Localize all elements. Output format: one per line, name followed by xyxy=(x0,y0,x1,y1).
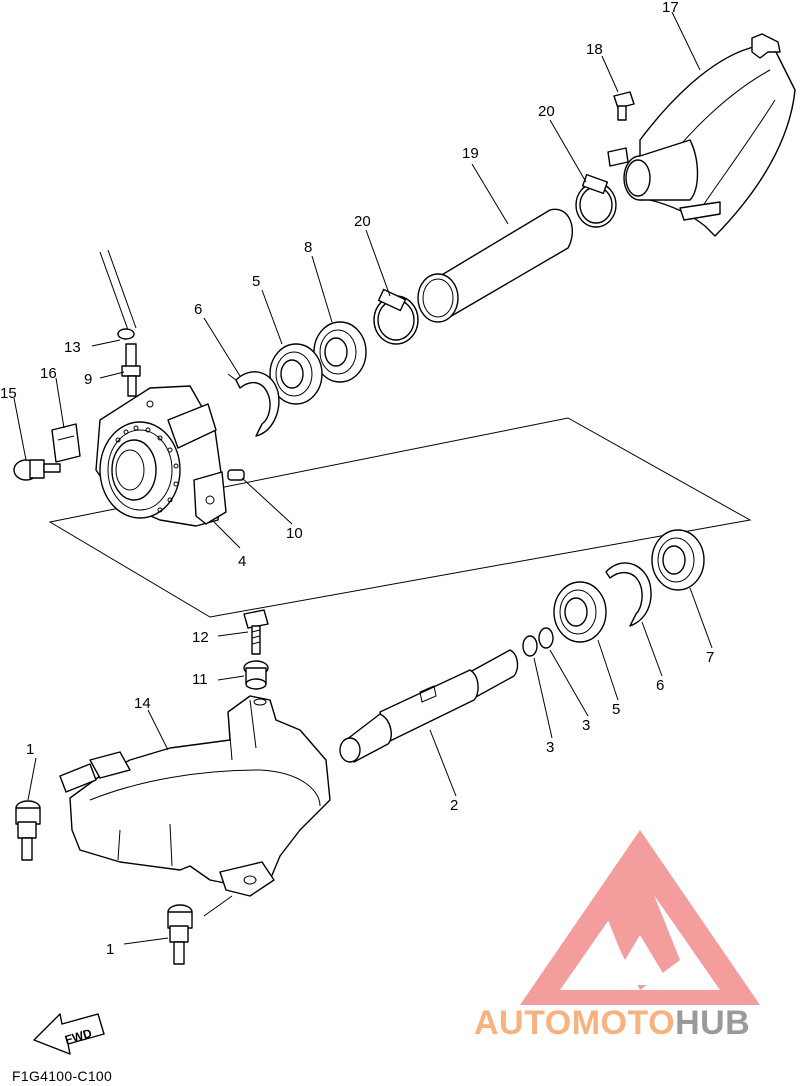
part-13-clip xyxy=(99,249,137,340)
callout-6-upper: 6 xyxy=(194,301,202,318)
part-10-dowel-pin xyxy=(227,469,245,481)
callout-8: 8 xyxy=(304,239,312,256)
part-6-circlip-lower xyxy=(605,562,652,627)
callout-20-lower: 20 xyxy=(354,213,371,230)
callout-18: 18 xyxy=(586,41,603,58)
drawing-code: F1G4100-C100 xyxy=(12,1068,113,1084)
callout-10: 10 xyxy=(286,525,303,542)
part-18-bolt xyxy=(613,91,635,121)
part-9-fitting xyxy=(121,343,141,397)
callout-1-lower: 1 xyxy=(106,941,114,958)
callout-19: 19 xyxy=(462,145,479,162)
part-8-bearing xyxy=(313,321,367,383)
callout-5-upper: 5 xyxy=(252,273,260,290)
part-11-collar xyxy=(243,660,269,690)
part-1-mount-lower xyxy=(167,904,193,965)
part-17-housing xyxy=(607,33,796,237)
part-16-bracket xyxy=(51,423,81,463)
part-20-clamp-upper xyxy=(575,173,617,228)
subassembly-outline xyxy=(48,417,752,618)
callout-1-upper: 1 xyxy=(26,741,34,758)
part-20-clamp-lower xyxy=(373,288,419,345)
callouts: 17 18 20 19 20 8 5 6 13 16 9 15 10 4 12 … xyxy=(0,0,714,958)
callout-11: 11 xyxy=(192,671,208,688)
part-1-mount-upper xyxy=(15,800,41,861)
leader-lines xyxy=(13,11,713,945)
part-14-lower-housing xyxy=(59,695,331,897)
fwd-arrow-icon: FWD xyxy=(33,1013,105,1055)
callout-17: 17 xyxy=(662,0,679,16)
callout-12: 12 xyxy=(192,629,209,646)
callout-5-lower: 5 xyxy=(612,701,620,718)
callout-6-lower: 6 xyxy=(656,677,664,694)
watermark-text-part1: AUTOMOTO xyxy=(474,1004,676,1042)
watermark-logo-icon xyxy=(520,830,760,1005)
callout-3-right: 3 xyxy=(582,717,590,734)
part-15-bolt xyxy=(13,459,61,481)
callout-3-left: 3 xyxy=(546,739,554,756)
callout-7: 7 xyxy=(706,649,714,666)
part-3-o-rings xyxy=(522,627,554,657)
callout-20-upper: 20 xyxy=(538,103,555,120)
part-12-bolt xyxy=(243,609,269,655)
part-7-bearing xyxy=(651,529,705,591)
part-4-main-housing xyxy=(95,385,227,527)
part-2-drive-shaft xyxy=(339,649,519,763)
watermark-text: AUTOMOTOHUB xyxy=(474,1004,750,1043)
part-6-circlip-upper xyxy=(227,371,280,437)
callout-4: 4 xyxy=(238,553,246,570)
callout-15: 15 xyxy=(0,385,17,402)
part-19-tube xyxy=(417,208,573,323)
part-5-bearing-upper xyxy=(269,343,323,405)
callout-13: 13 xyxy=(64,339,81,356)
part-5-bearing-lower xyxy=(553,581,607,643)
callout-16: 16 xyxy=(40,365,57,382)
callout-9: 9 xyxy=(84,371,92,388)
callout-2: 2 xyxy=(450,797,458,814)
watermark-text-part2: HUB xyxy=(675,1004,751,1042)
callout-14: 14 xyxy=(134,695,151,712)
